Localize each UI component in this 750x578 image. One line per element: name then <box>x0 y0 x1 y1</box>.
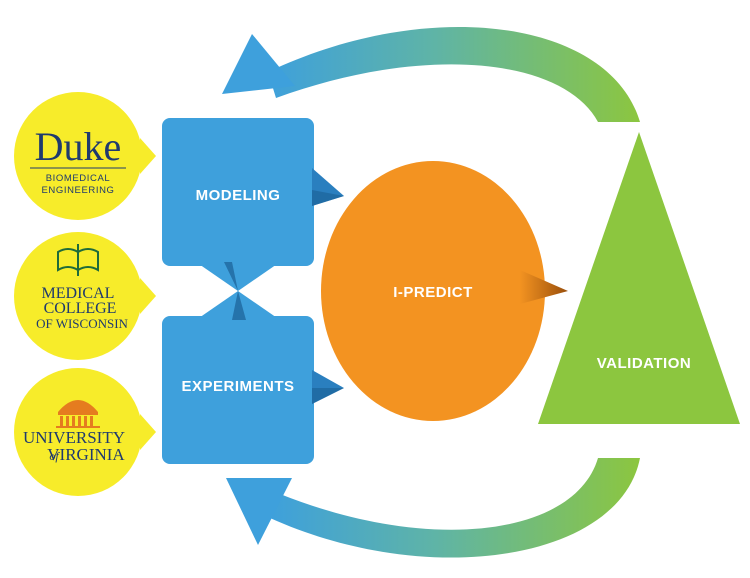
i-predict-node: I-PREDICT <box>321 161 568 421</box>
experiments-label: EXPERIMENTS <box>181 378 294 395</box>
uva-line2-virginia: VIRGINIA <box>47 445 125 464</box>
uva-logo-badge: UNIVERSITY of VIRGINIA <box>14 368 156 496</box>
box-connector <box>196 262 280 320</box>
uva-line2-of: of <box>49 449 60 463</box>
top-return-arrow <box>222 26 640 122</box>
duke-logo-badge: Duke BIOMEDICAL ENGINEERING <box>14 92 156 220</box>
mcw-line2: COLLEGE <box>44 300 117 317</box>
mcw-line1: MEDICAL <box>42 285 115 302</box>
modeling-label: MODELING <box>196 187 281 204</box>
duke-line2: ENGINEERING <box>41 185 114 196</box>
mcw-logo-badge: MEDICAL COLLEGE OF WISCONSIN <box>14 232 156 360</box>
bottom-return-arrow <box>226 458 640 558</box>
mcw-line3: OF WISCONSIN <box>36 316 128 331</box>
uva-line1: UNIVERSITY <box>23 428 125 447</box>
experiments-box: EXPERIMENTS <box>162 316 344 464</box>
rotunda-icon <box>56 400 100 428</box>
duke-wordmark: Duke <box>35 124 122 169</box>
open-book-icon <box>57 244 99 276</box>
validation-node: VALIDATION <box>538 132 740 424</box>
duke-line1: BIOMEDICAL <box>46 173 111 184</box>
modeling-box: MODELING <box>162 118 344 266</box>
validation-label: VALIDATION <box>597 355 691 372</box>
i-predict-label: I-PREDICT <box>393 284 473 301</box>
